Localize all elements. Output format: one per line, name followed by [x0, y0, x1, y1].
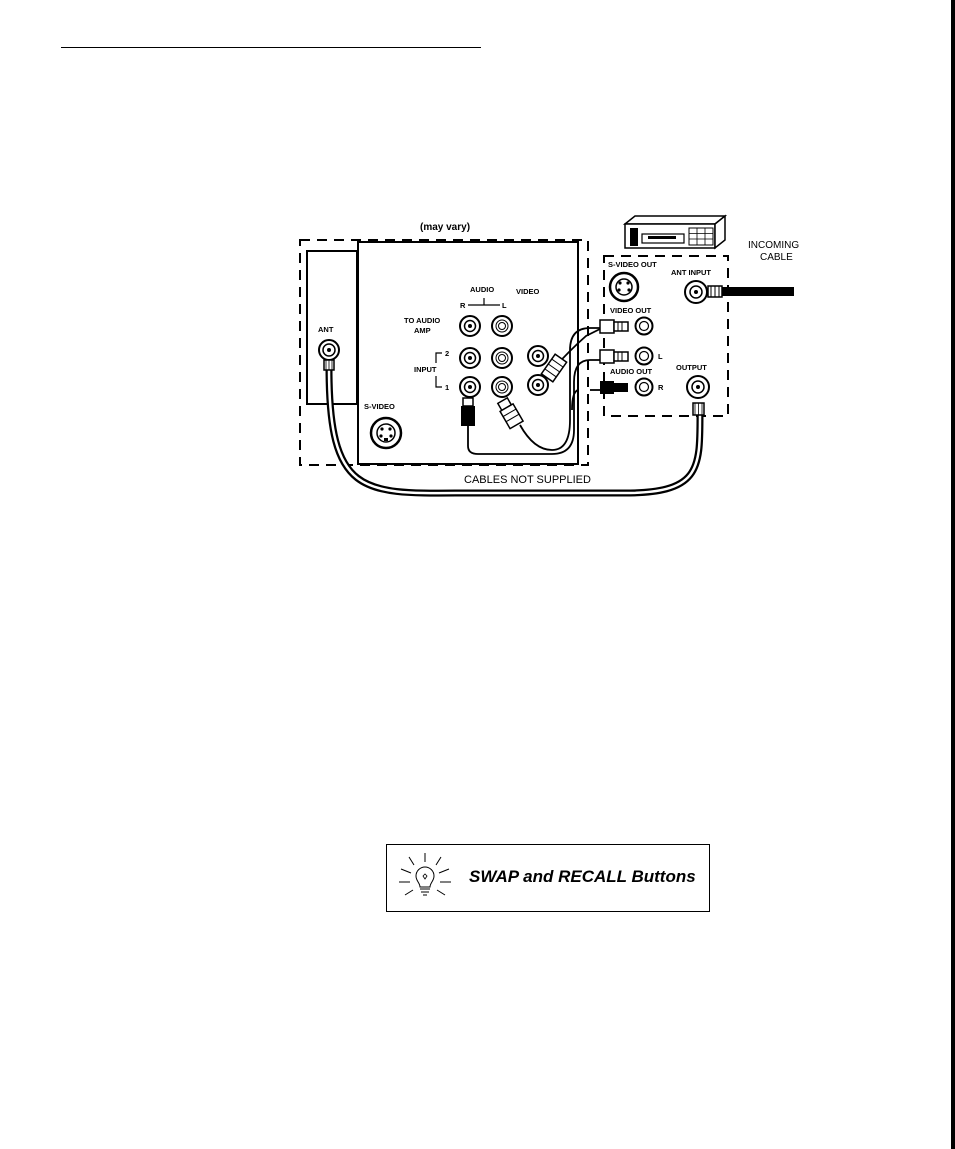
lightbulb-icon: [395, 849, 455, 909]
tv-outline: [300, 240, 588, 465]
ant-label: ANT: [318, 325, 334, 334]
input-label: INPUT: [414, 365, 437, 374]
input-2-label: 2: [445, 349, 449, 358]
cables-not-supplied: CABLES NOT SUPPLIED: [464, 474, 591, 486]
vcr-video-out-jack: [636, 318, 653, 335]
audio-r-label: R: [460, 301, 466, 310]
vcr-output-label: OUTPUT: [676, 363, 707, 372]
vcr-ant-input-jack: [685, 281, 707, 303]
input2-audio-l-jack: [492, 348, 512, 368]
audio-l-label: L: [502, 301, 507, 310]
tv-panel-caption: (may vary): [420, 222, 470, 233]
vcr-video-out-label: VIDEO OUT: [610, 306, 652, 315]
page-edge-bar: [951, 0, 955, 1149]
vcr-audio-l-jack: [636, 348, 653, 365]
header-rule: [61, 47, 481, 48]
vcr-svideo-out-jack: [610, 273, 638, 301]
av-cables: [461, 320, 628, 454]
tip-title: SWAP and RECALL Buttons: [469, 867, 696, 887]
connection-diagram: (may vary) ANT AUDIO VIDEO R L TO AUDIO …: [290, 210, 810, 510]
to-audio-amp-l-jack: [492, 316, 512, 336]
vcr-audio-r-jack: [636, 379, 653, 396]
audio-heading: AUDIO: [470, 285, 494, 294]
input1-audio-l-jack: [492, 377, 512, 397]
connection-diagram-svg: (may vary) ANT AUDIO VIDEO R L TO AUDIO …: [290, 210, 810, 510]
input1-audio-r-jack: [460, 377, 480, 397]
vcr-ant-input-label: ANT INPUT: [671, 268, 711, 277]
to-audio-amp-line2: AMP: [414, 326, 431, 335]
incoming-line2: CABLE: [760, 252, 793, 263]
video-heading: VIDEO: [516, 287, 540, 296]
vcr-audio-out-label: AUDIO OUT: [610, 367, 653, 376]
vcr-svideo-out-label: S-VIDEO OUT: [608, 260, 657, 269]
vcr-output-jack: [687, 376, 709, 398]
input2-audio-r-jack: [460, 348, 480, 368]
to-audio-amp-line1: TO AUDIO: [404, 316, 440, 325]
tip-box: SWAP and RECALL Buttons: [386, 844, 710, 912]
to-audio-amp-r-jack: [460, 316, 480, 336]
svideo-label: S-VIDEO: [364, 402, 395, 411]
incoming-line1: INCOMING: [748, 240, 799, 251]
vcr-r-label: R: [658, 383, 664, 392]
input2-video-jack: [528, 346, 548, 366]
svideo-jack: [371, 418, 401, 448]
ant-jack: [319, 340, 339, 360]
vcr-l-label: L: [658, 352, 663, 361]
input1-video-jack: [528, 375, 548, 395]
incoming-cable: [708, 286, 794, 297]
input-1-label: 1: [445, 383, 449, 392]
vcr-device: [625, 216, 725, 248]
